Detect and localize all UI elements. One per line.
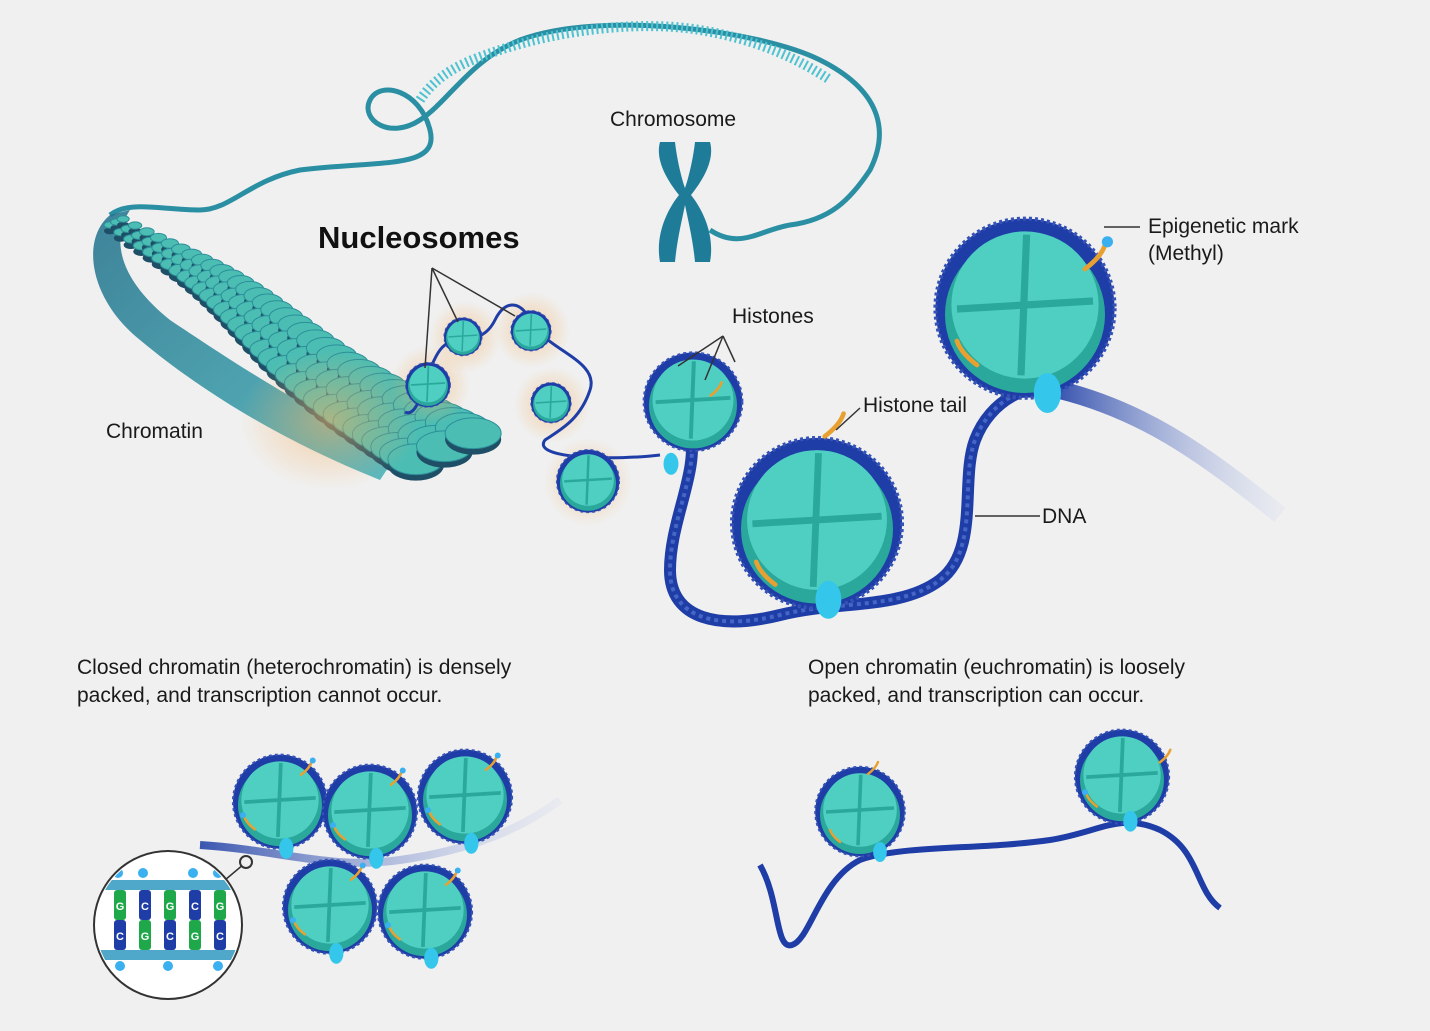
dna-base-top (139, 890, 151, 920)
pointer-lines (424, 226, 1140, 517)
nucleosome-small-3 (510, 310, 552, 352)
chromatin-disc-top (149, 232, 167, 243)
dna-methylation-inset: G C C G G C C G G C (93, 850, 253, 1000)
chromatin-disc-top (127, 221, 143, 230)
euchromatin-nucleosome-1 (814, 760, 906, 862)
caption-open-line2: packed, and transcription can occur. (808, 684, 1145, 707)
nucleosome-small-set (405, 310, 621, 514)
nucleosome-small-4 (530, 382, 572, 424)
nucleosome-histones (642, 351, 744, 475)
label-chromosome: Chromosome (610, 108, 737, 131)
dna-base-letter-top: C (141, 901, 149, 913)
label-methyl: (Methyl) (1148, 242, 1224, 265)
dna-base-letter-top: G (166, 901, 175, 913)
dna-base-letter-bottom: C (166, 931, 174, 943)
nucleosome-large-1 (729, 411, 905, 619)
dna-base-bottom (189, 920, 201, 950)
chromatin-disc-top (116, 215, 130, 223)
label-epigenetic-mark: Epigenetic mark (1148, 215, 1299, 238)
dna-base-bottom (139, 920, 151, 950)
dna-base-letter-bottom: C (116, 931, 124, 943)
caption-open-line1: Open chromatin (euchromatin) is loosely (808, 656, 1185, 679)
dna-base-bottom (214, 920, 226, 950)
chromatin-disc-top (139, 227, 155, 237)
methyl-group-icon (115, 961, 125, 971)
label-histone-tail: Histone tail (863, 394, 967, 417)
heterochromatin-nucleosome-3 (416, 748, 514, 854)
caption-closed-line1: Closed chromatin (heterochromatin) is de… (77, 656, 512, 679)
dna-backbone-bottom (96, 950, 240, 960)
chromatin-disc-top (444, 417, 502, 450)
dna-base-letter-top: G (216, 901, 225, 913)
heterochromatin-cluster (199, 748, 563, 969)
dna-base-top (189, 890, 201, 920)
label-dna: DNA (1042, 505, 1087, 528)
heterochromatin-nucleosome-4 (281, 858, 379, 964)
dna-base-top (214, 890, 226, 920)
dna-base-letter-top: C (191, 901, 199, 913)
dna-base-bottom (114, 920, 126, 950)
nucleosome-small-1 (405, 361, 451, 408)
caption-open-chromatin: Open chromatin (euchromatin) is loosely … (808, 654, 1328, 710)
nucleosome-large-center (729, 411, 905, 619)
methyl-group-icon (163, 961, 173, 971)
dna-base-letter-bottom: C (216, 931, 224, 943)
caption-closed-line2: packed, and transcription cannot occur. (77, 684, 443, 707)
label-nucleosomes: Nucleosomes (318, 220, 520, 255)
caption-closed-chromatin: Closed chromatin (heterochromatin) is de… (77, 654, 597, 710)
euchromatin-nucleosomes (814, 728, 1172, 862)
label-histones: Histones (732, 305, 814, 328)
methyl-group-icon (138, 868, 148, 878)
heterochromatin-nucleosome-1 (231, 753, 329, 859)
dna-base-letter-bottom: G (141, 931, 150, 943)
nucleosome-large-2 (933, 216, 1117, 413)
euchromatin-strand (757, 819, 1222, 949)
chromosome-shape (658, 142, 712, 262)
dna-base-top (164, 890, 176, 920)
nucleosome-small-5 (555, 449, 621, 514)
dna-base-top (114, 890, 126, 920)
euchromatin-nucleosome-2 (1073, 728, 1172, 832)
dna-base-letter-bottom: G (191, 931, 200, 943)
heterochromatin-nucleosome-2 (321, 763, 419, 869)
nucleosome-small-2 (443, 317, 483, 357)
chromatin-thread (108, 21, 882, 242)
dna-base-bottom (164, 920, 176, 950)
methyl-group-icon (213, 961, 223, 971)
methyl-group-icon (188, 868, 198, 878)
heterochromatin-nucleosome-5 (376, 863, 474, 969)
label-chromatin: Chromatin (106, 420, 203, 443)
dna-backbone-top (96, 880, 240, 890)
dna-base-letter-top: G (116, 901, 125, 913)
dna-strand-main (663, 381, 1286, 628)
nucleosome-medium (642, 351, 744, 475)
nucleosome-large-top-right (933, 216, 1117, 413)
